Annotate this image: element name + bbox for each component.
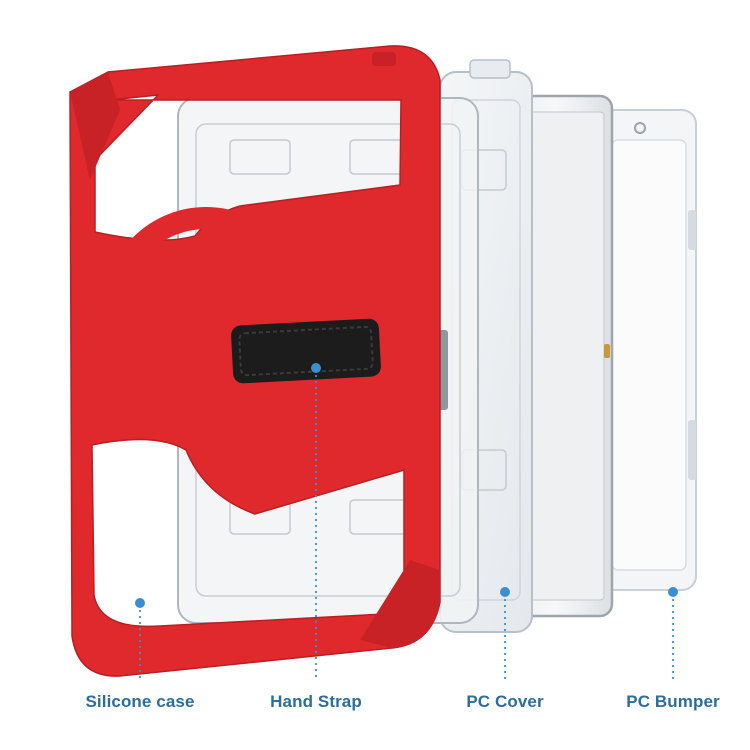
silicone-ring xyxy=(103,207,309,413)
hand-strap-dot xyxy=(311,363,321,373)
label-silicone-case: Silicone case xyxy=(85,692,195,711)
silicone-case-dot xyxy=(135,598,145,608)
label-pc-cover: PC Cover xyxy=(466,692,544,711)
hand-strap-part xyxy=(231,318,381,384)
label-hand-strap: Hand Strap xyxy=(270,692,362,711)
corner-bumper-br xyxy=(360,560,440,648)
pc-bumper-dot xyxy=(668,587,678,597)
label-pc-bumper: PC Bumper xyxy=(626,692,720,711)
pc-bumper-part xyxy=(599,109,697,591)
callout-lines xyxy=(135,363,678,680)
corner-bumper-tl xyxy=(70,72,120,180)
pc-cover-dot xyxy=(500,587,510,597)
